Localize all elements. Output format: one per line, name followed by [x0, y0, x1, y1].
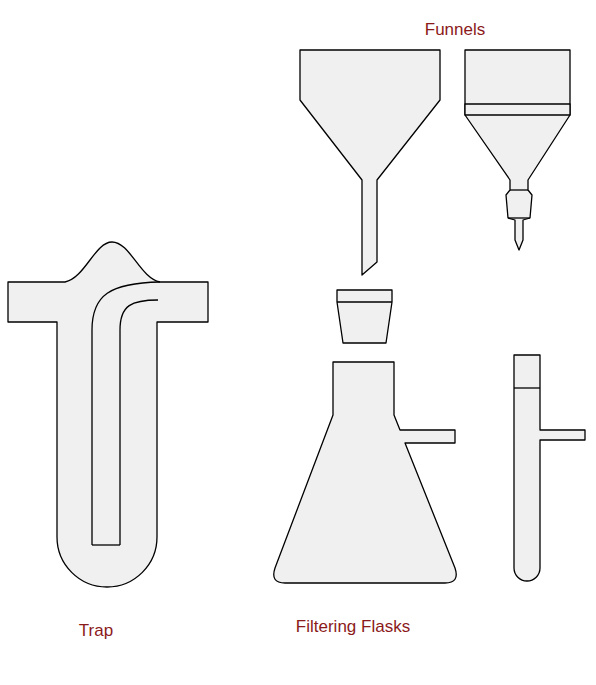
filtering-flask	[274, 362, 457, 583]
filter-tube	[514, 355, 585, 581]
trap-inner-tube	[92, 282, 160, 545]
trap-inner-tube	[120, 300, 158, 545]
funnel-joint	[508, 217, 530, 218]
part-label: Trap	[79, 621, 113, 641]
tube-joint	[514, 387, 540, 388]
part-label: Filtering Flasks	[296, 617, 410, 637]
funnel-joint	[510, 189, 528, 190]
trap-body	[8, 242, 208, 587]
rubber-stopper	[337, 290, 392, 343]
trap-tube-end	[92, 544, 120, 545]
stopper-rim	[337, 301, 392, 302]
conical-funnel	[300, 50, 440, 275]
part-label: Funnels	[425, 20, 485, 40]
funnel-filter-plate	[465, 104, 570, 115]
buchner-funnel	[465, 50, 570, 250]
